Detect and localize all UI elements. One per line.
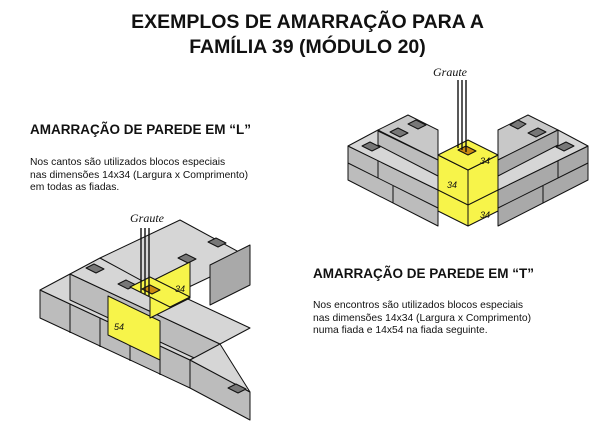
- title-line-1: EXEMPLOS DE AMARRAÇÃO PARA A: [131, 11, 484, 33]
- t-block-label-34: 34: [175, 284, 185, 294]
- t-block-label-54: 54: [114, 322, 124, 332]
- l-section-description: Nos cantos são utilizados blocos especia…: [30, 157, 320, 195]
- l-section-heading: AMARRAÇÃO DE PAREDE EM “L”: [30, 122, 252, 137]
- t-desc-line-2: nas dimensões 14x34 (Largura x Comprimen…: [313, 312, 532, 324]
- l-graute-label: Graute: [433, 65, 468, 79]
- l-block-label-3: 34: [480, 210, 490, 220]
- t-desc-line-3: numa fiada e 14x54 na fiada seguinte.: [313, 325, 488, 337]
- l-desc-line-2: nas dimensões 14x34 (Largura x Comprimen…: [30, 169, 249, 181]
- t-junction-diagram: [39, 219, 251, 421]
- l-corner-diagram: [347, 80, 589, 227]
- title-line-2: FAMÍLIA 39 (MÓDULO 20): [189, 36, 426, 58]
- t-desc-line-1: Nos encontros são utilizados blocos espe…: [313, 300, 524, 311]
- l-desc-line-3: em todas as fiadas.: [30, 182, 120, 194]
- page-title: EXEMPLOS DE AMARRAÇÃO PARA A FAMÍLIA 39 …: [0, 10, 615, 60]
- l-block-label-2: 34: [447, 180, 457, 190]
- l-desc-line-1: Nos cantos são utilizados blocos especia…: [30, 157, 226, 168]
- t-special-block-54: [107, 295, 161, 361]
- t-section-description: Nos encontros são utilizados blocos espe…: [313, 300, 603, 338]
- l-block-label-1: 34: [480, 156, 490, 166]
- t-section-heading: AMARRAÇÃO DE PAREDE EM “T”: [313, 266, 535, 281]
- t-graute-label: Graute: [130, 211, 165, 225]
